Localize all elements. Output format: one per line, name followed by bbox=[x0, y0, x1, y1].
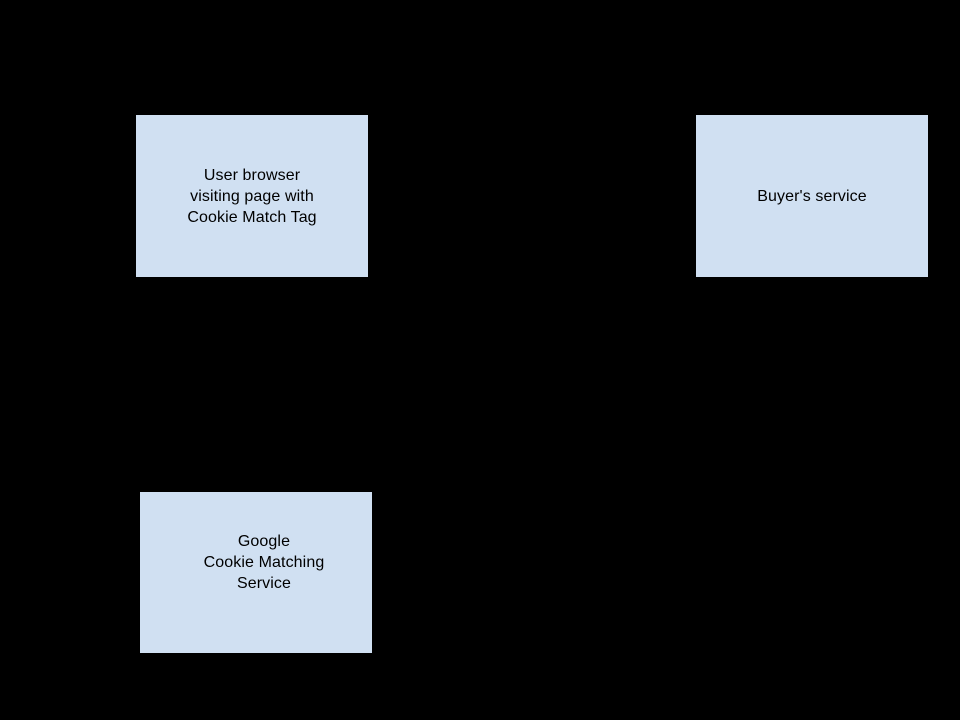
node-user-browser[interactable]: User browser visiting page with Cookie M… bbox=[136, 115, 368, 277]
node-buyer-service[interactable]: Buyer's service bbox=[696, 115, 928, 277]
node-user-browser-label: User browser visiting page with Cookie M… bbox=[187, 166, 317, 226]
node-buyer-service-label: Buyer's service bbox=[757, 187, 867, 205]
node-google-cookie-matching-service[interactable]: Google Cookie Matching Service bbox=[140, 492, 372, 653]
node-google-cookie-matching-service-label: Google Cookie Matching Service bbox=[203, 533, 325, 592]
